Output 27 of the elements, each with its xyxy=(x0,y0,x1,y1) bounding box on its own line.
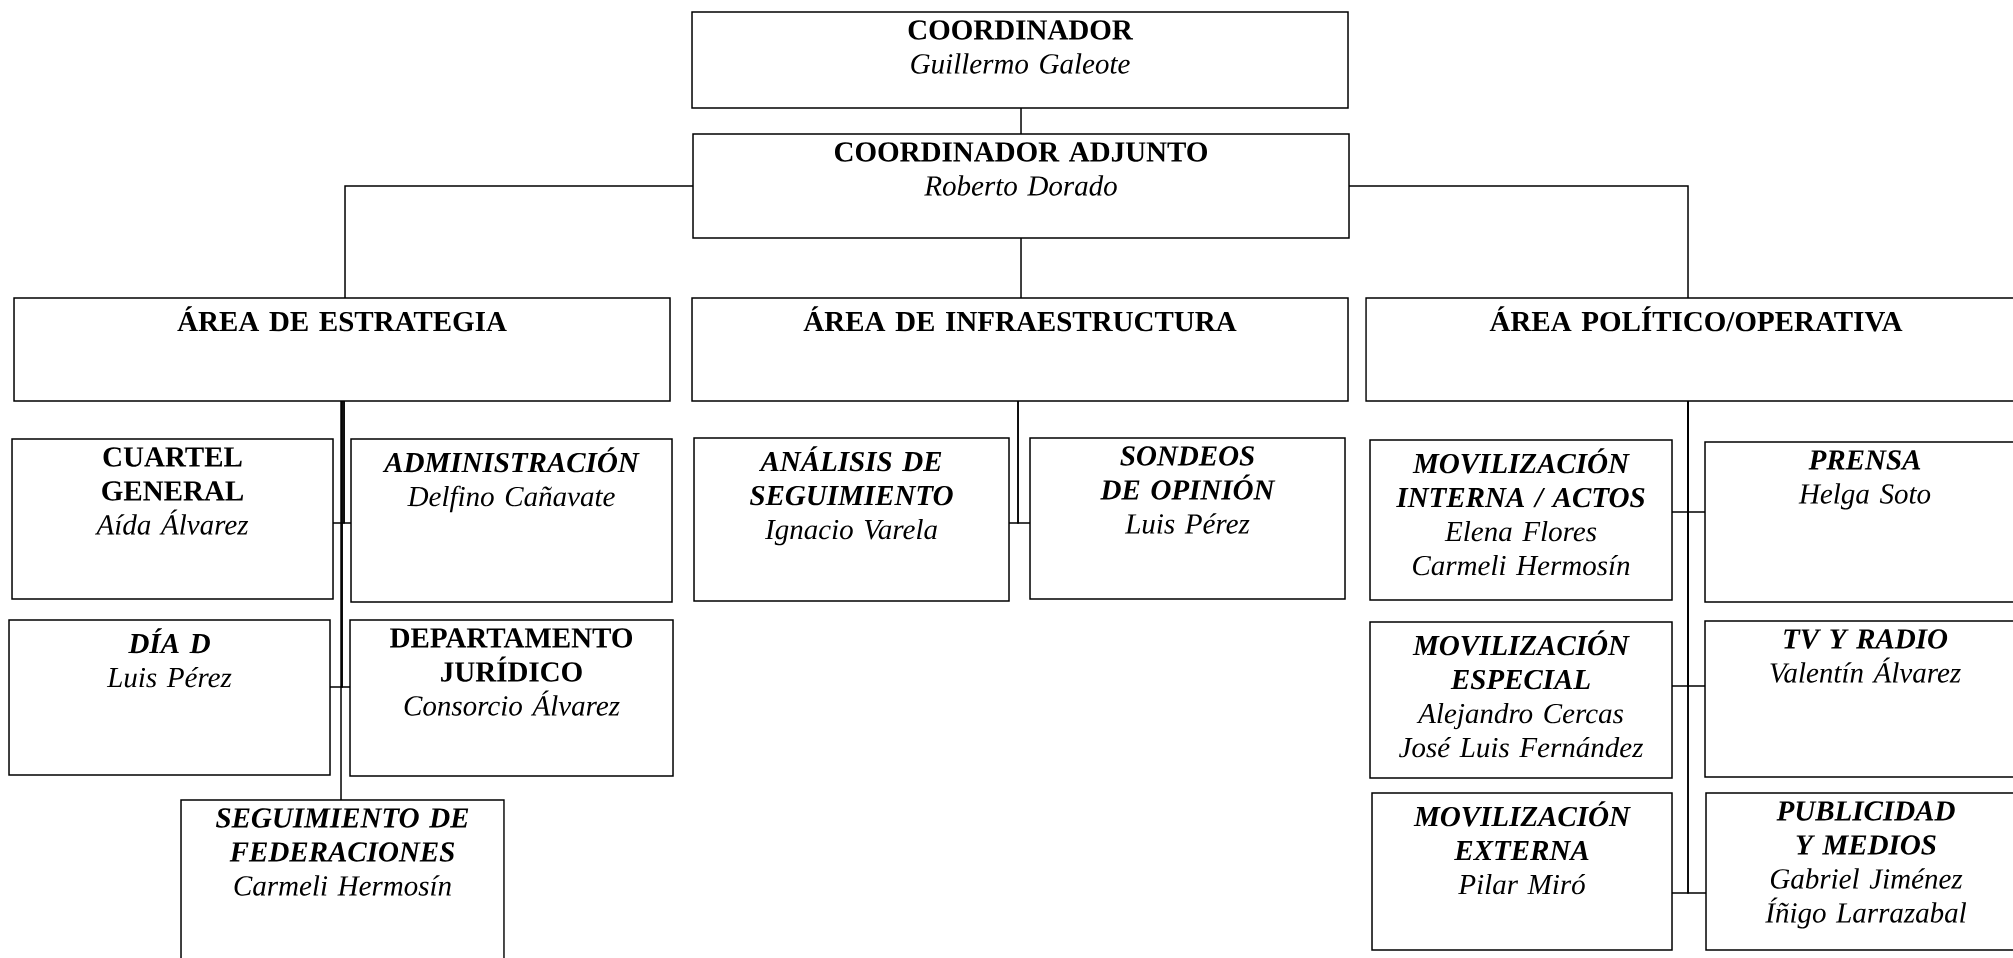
org-box: MOVILIZACIÓN INTERNA / ACTOS Elena Flores Carmeli Hermosín xyxy=(1369,439,1673,601)
org-box: DEPARTAMENTO JURÍDICO Consorcio Álvarez xyxy=(349,619,674,777)
org-box: PUBLICIDAD Y MEDIOS Gabriel Jiménez Íñigo Larrazabal xyxy=(1705,792,2013,951)
connector-line xyxy=(344,185,694,299)
org-box: MOVILIZACIÓN ESPECIAL Alejandro Cercas José Luis Fernández xyxy=(1369,621,1673,779)
connector-line xyxy=(1687,400,1707,894)
org-box: PRENSA Helga Soto xyxy=(1704,441,2013,603)
org-box: SONDEOS DE OPINIÓN Luis Pérez xyxy=(1029,437,1346,600)
org-box: COORDINADOR ADJUNTO Roberto Dorado xyxy=(692,133,1350,239)
connector-line xyxy=(343,400,352,524)
org-box: ADMINISTRACIÓN Delfino Cañavate xyxy=(350,438,673,603)
connector-line xyxy=(1020,107,1022,135)
org-box: MOVILIZACIÓN EXTERNA Pilar Miró xyxy=(1371,792,1673,951)
org-box: ÁREA DE INFRAESTRUCTURA xyxy=(691,297,1349,402)
org-box: ÁREA POLÍTICO/OPERATIVA xyxy=(1365,297,2013,402)
org-box: TV Y RADIO Valentín Álvarez xyxy=(1704,620,2013,778)
org-box: ÁREA DE ESTRATEGIA xyxy=(13,297,671,402)
org-box: COORDINADOR Guillermo Galeote xyxy=(691,11,1349,109)
org-box: ANÁLISIS DE SEGUIMIENTO Ignacio Varela xyxy=(693,437,1010,602)
org-box: SEGUIMIENTO DE FEDERACIONES Carmeli Hermosín xyxy=(180,799,505,958)
connector-line xyxy=(341,400,351,688)
connector-line xyxy=(340,400,342,801)
connector-line xyxy=(1017,400,1031,524)
org-box: CUARTEL GENERAL Aída Álvarez xyxy=(11,438,334,600)
org-box: DÍA D Luis Pérez xyxy=(8,619,331,776)
connector-line xyxy=(1020,237,1022,299)
connector-line xyxy=(1348,185,1689,299)
